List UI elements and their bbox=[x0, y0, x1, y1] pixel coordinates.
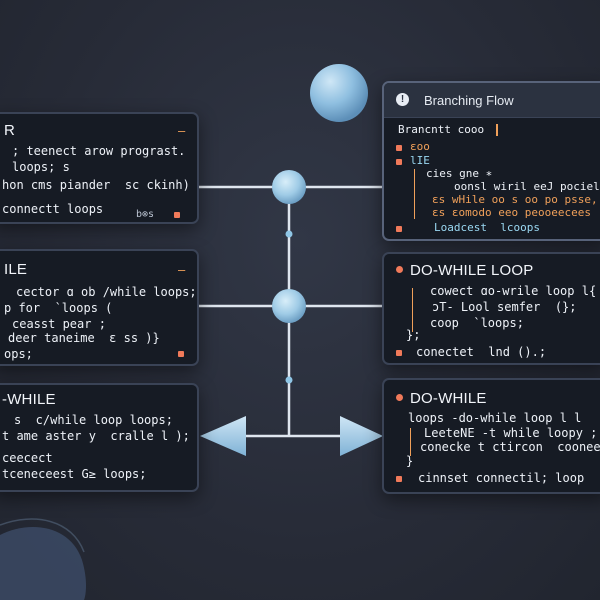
code-line: loops; s bbox=[12, 160, 70, 174]
bullet-square-icon bbox=[396, 476, 402, 482]
code-panel-while-loop: ILE – cector ɑ ob /while loops; p for `l… bbox=[0, 249, 199, 366]
status-square-icon bbox=[174, 212, 180, 218]
connector-dot bbox=[285, 376, 293, 384]
status-square-icon bbox=[178, 351, 184, 357]
code-line: ops; bbox=[4, 347, 33, 361]
decorative-blob bbox=[0, 527, 86, 600]
code-line: conecke t ctircon cooneect bbox=[420, 440, 600, 454]
code-line: ɛs wHile oo s oo po psse, bbox=[432, 193, 598, 206]
code-line: t ame aster y cralle l ); bbox=[2, 429, 190, 443]
code-line: loops -do-while loop l l bbox=[408, 411, 582, 425]
code-subtitle: Brancntt cooo bbox=[398, 123, 485, 136]
code-line: }; bbox=[406, 328, 421, 342]
code-line: hon cms piander sc ckinh) bbox=[2, 178, 190, 192]
code-line: cowect ɑo-wrile loop l{ bbox=[430, 284, 597, 298]
panel-heading: R bbox=[4, 122, 16, 139]
gutter-line bbox=[412, 288, 413, 332]
panel-heading: -WHILE bbox=[2, 391, 56, 408]
arrow-left-icon bbox=[200, 416, 246, 456]
panel-corner-mark: – bbox=[178, 124, 186, 138]
window-title: Branching Flow bbox=[424, 93, 514, 108]
code-line: ceasst pear ; bbox=[12, 317, 106, 331]
code-line: coop `loops; bbox=[430, 316, 524, 330]
info-icon: ! bbox=[396, 93, 409, 106]
branching-flow-window: ! Branching Flow Brancntt cooo ɛoo lIE c… bbox=[382, 81, 600, 241]
code-line: s c/while loop loops; bbox=[14, 413, 173, 427]
code-line: conectet lnd ().; bbox=[416, 345, 547, 359]
text-cursor bbox=[496, 124, 498, 136]
do-while-loop-panel: DO-WHILE LOOP cowect ɑo-wrile loop l{ ɔT… bbox=[382, 252, 600, 365]
window-title-bar: ! Branching Flow bbox=[384, 83, 600, 118]
code-line: p for `loops ( bbox=[4, 301, 113, 315]
code-panel-for-loop: R – ; teenect arow prograst. loops; s ho… bbox=[0, 112, 199, 224]
code-line: ɛoo bbox=[410, 140, 430, 153]
code-line: Loadcest lcoops bbox=[434, 221, 540, 234]
code-line: ɔT- Lool semfer (}; bbox=[432, 300, 577, 314]
code-line: connectt loops bbox=[2, 202, 104, 216]
code-line: cies gne ∗ bbox=[426, 167, 493, 180]
arrow-right-icon bbox=[340, 416, 383, 456]
code-line: LeeteNE -t while loopy ; bbox=[424, 426, 598, 440]
code-line: ɛs ɛomodo eeo peooeecees bbox=[432, 206, 591, 219]
decorative-sphere bbox=[310, 64, 368, 122]
code-line: cinnset connectil; loop bbox=[418, 471, 585, 485]
panel-heading: DO-WHILE LOOP bbox=[410, 262, 534, 279]
bullet-square-icon bbox=[396, 159, 402, 165]
flow-node-2 bbox=[272, 289, 306, 323]
connector-dot bbox=[285, 230, 293, 238]
decorative-curve bbox=[0, 518, 85, 553]
gutter-line bbox=[410, 428, 411, 456]
panel-corner-mark: – bbox=[178, 263, 186, 277]
code-line: ceecect bbox=[2, 451, 53, 465]
code-line: tceneceest G≥ loops; bbox=[2, 467, 147, 481]
do-while-panel: DO-WHILE loops -do-while loop l l LeeteN… bbox=[382, 378, 600, 494]
status-dot-icon bbox=[396, 394, 403, 401]
status-dot-icon bbox=[396, 266, 403, 273]
panel-tag: b⊗s bbox=[136, 209, 155, 220]
code-line: ; teenect arow prograst. bbox=[12, 144, 186, 158]
bullet-square-icon bbox=[396, 350, 402, 356]
code-line: lIE bbox=[410, 154, 430, 167]
bullet-square-icon bbox=[396, 226, 402, 232]
code-line: deer taneime ɛ ss )} bbox=[8, 331, 160, 345]
code-panel-do-while: -WHILE s c/while loop loops; t ame aster… bbox=[0, 383, 199, 492]
panel-heading: ILE bbox=[4, 261, 28, 278]
gutter-line bbox=[414, 169, 415, 219]
flow-node-1 bbox=[272, 170, 306, 204]
code-line: cector ɑ ob /while loops; bbox=[16, 285, 197, 299]
code-line: oonsl wiril eeJ pociel, bbox=[454, 180, 600, 193]
code-line: } bbox=[406, 454, 414, 468]
panel-heading: DO-WHILE bbox=[410, 390, 487, 407]
bullet-square-icon bbox=[396, 145, 402, 151]
